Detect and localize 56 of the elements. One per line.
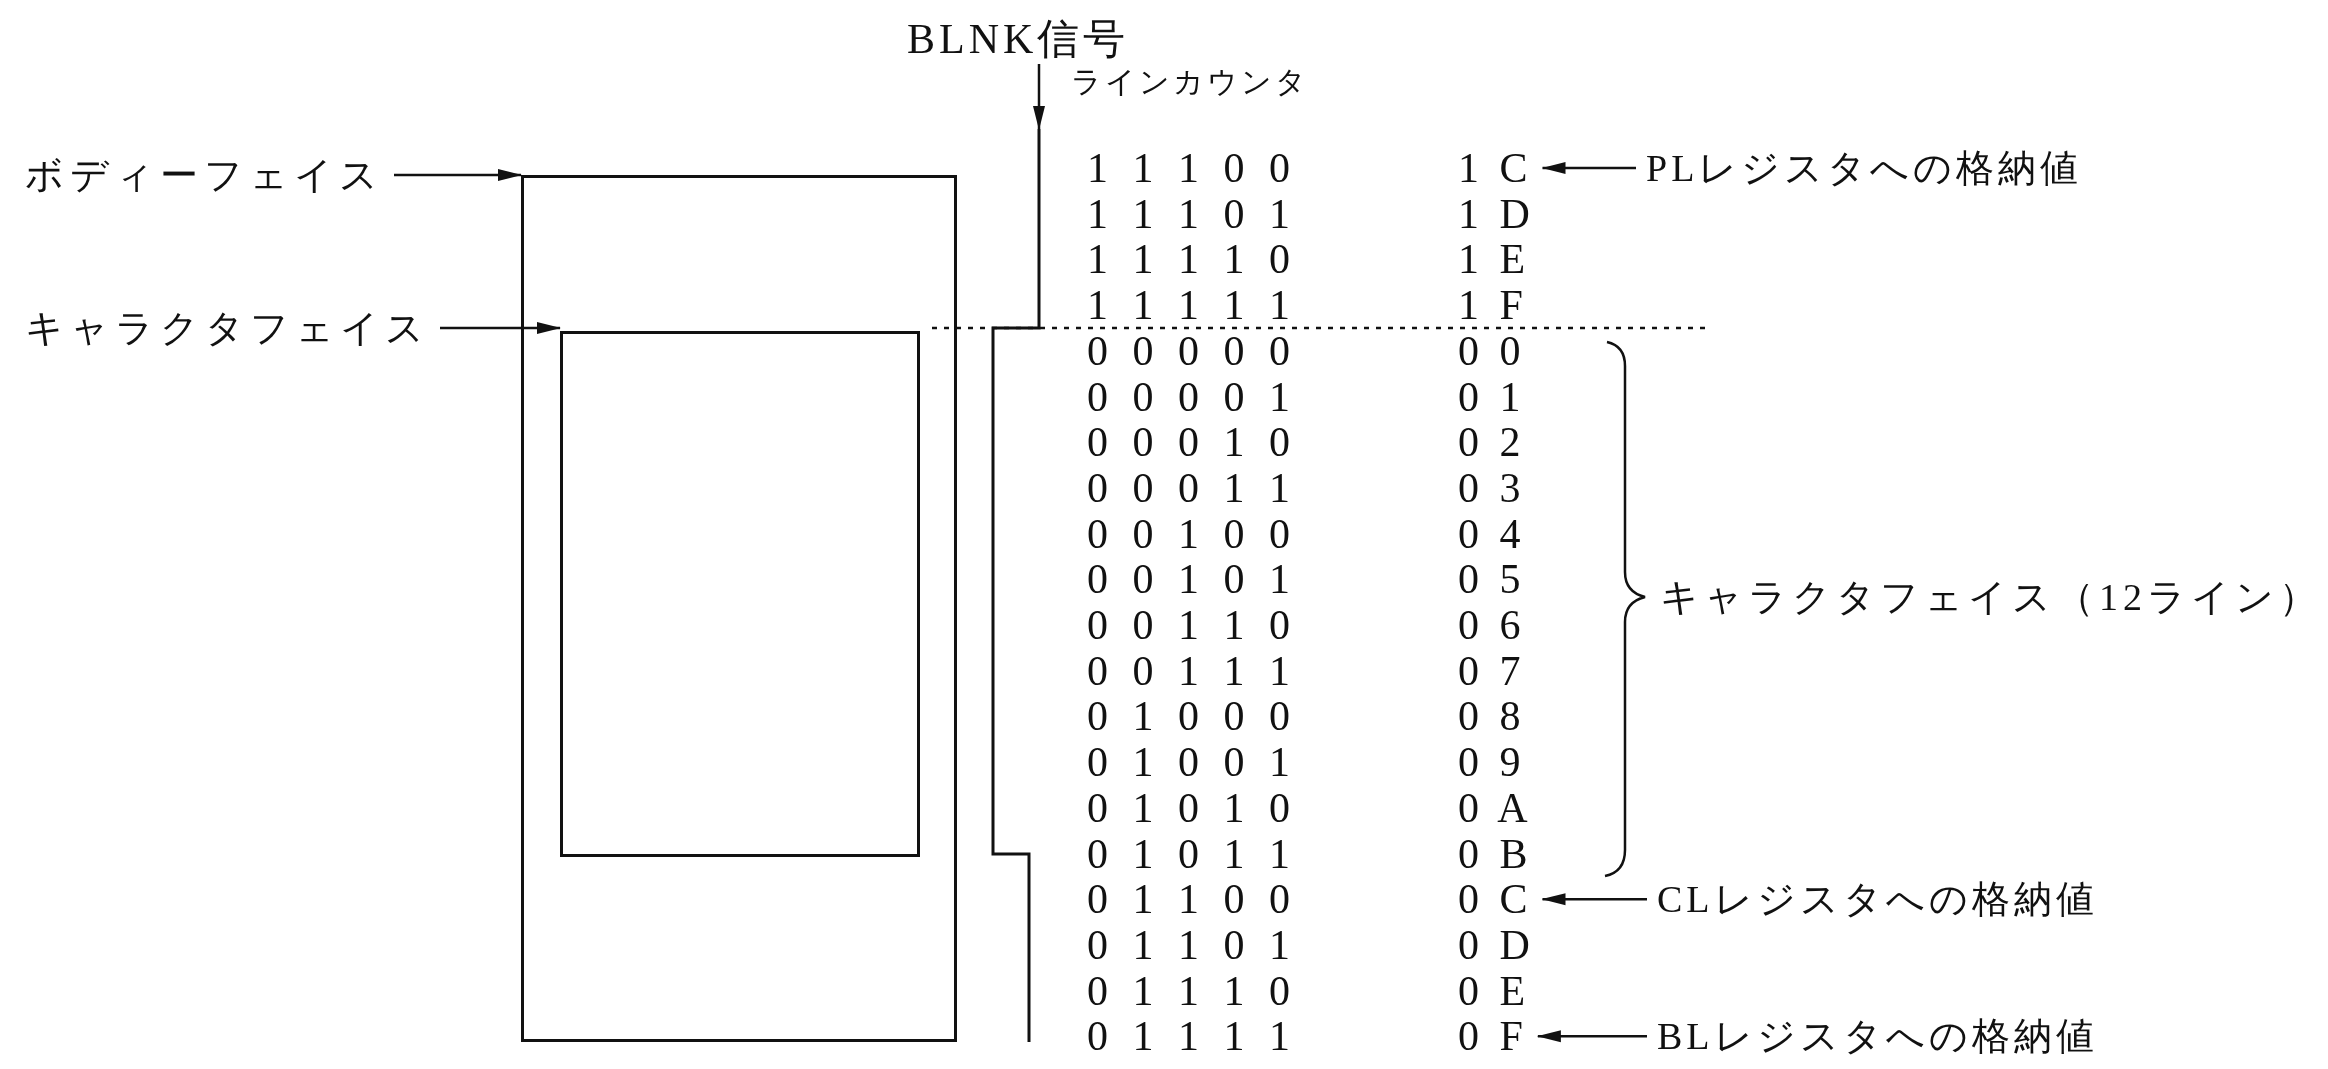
arrow xyxy=(394,169,522,181)
arrow xyxy=(1541,893,1647,906)
bit-value: 0 1 1 0 1 xyxy=(1087,923,1297,966)
face-label: キャラクタフェイス xyxy=(25,307,430,349)
bit-value: 0 1 0 0 1 xyxy=(1087,741,1297,784)
hex-value: 0 B xyxy=(1458,832,1533,875)
hex-value: 0 7 xyxy=(1458,649,1526,692)
hex-value: 0 0 xyxy=(1458,329,1526,372)
signal-label: BLNK信号 xyxy=(907,18,1130,60)
arrow xyxy=(1033,64,1045,130)
bit-value: 0 1 1 1 1 xyxy=(1087,1015,1297,1058)
hex-value: 1 D xyxy=(1458,192,1535,235)
hex-value: 0 6 xyxy=(1458,604,1526,646)
hex-value: 0 1 xyxy=(1458,375,1526,418)
bit-value: 0 0 1 1 0 xyxy=(1087,604,1297,646)
rectangle-outline xyxy=(521,175,957,1042)
register-label: BLレジスタへの格納値 xyxy=(1657,1015,2098,1058)
hex-value: 0 D xyxy=(1458,923,1535,966)
hex-value: 0 4 xyxy=(1458,512,1526,555)
bit-value: 0 1 0 1 0 xyxy=(1087,786,1297,829)
bit-value: 0 1 0 0 0 xyxy=(1087,695,1297,738)
bit-value: 0 1 1 1 0 xyxy=(1087,969,1297,1012)
arrow xyxy=(1536,1030,1647,1043)
bit-value: 0 0 0 0 0 xyxy=(1087,329,1297,372)
brace-label: キャラクタフェイス（12ライン） xyxy=(1660,576,2322,618)
bit-value: 0 1 1 0 0 xyxy=(1087,878,1297,921)
hex-value: 0 E xyxy=(1458,969,1531,1012)
hex-value: 0 2 xyxy=(1458,421,1526,464)
register-label: PLレジスタへの格納値 xyxy=(1646,147,2083,189)
hex-value: 0 9 xyxy=(1458,741,1526,784)
hex-value: 0 F xyxy=(1458,1015,1528,1058)
bit-value: 0 1 0 1 1 xyxy=(1087,832,1297,875)
arrow xyxy=(440,322,561,334)
hex-value: 1 C xyxy=(1458,147,1533,189)
bit-value: 0 0 1 0 0 xyxy=(1087,512,1297,555)
column-heading: ラインカウンタ xyxy=(1071,64,1309,100)
bit-value: 1 1 1 1 1 xyxy=(1087,284,1297,327)
rectangle-outline xyxy=(560,331,920,857)
face-label: ボディーフェイス xyxy=(25,154,384,196)
hex-value: 0 C xyxy=(1458,878,1533,921)
bit-value: 0 0 0 0 1 xyxy=(1087,375,1297,418)
register-label: CLレジスタへの格納値 xyxy=(1657,878,2098,921)
hex-value: 0 5 xyxy=(1458,558,1526,601)
hex-value: 1 E xyxy=(1458,238,1531,281)
bit-value: 1 1 1 0 1 xyxy=(1087,192,1297,235)
hex-value: 1 F xyxy=(1458,284,1528,327)
arrow xyxy=(1541,162,1636,174)
bit-value: 1 1 1 0 0 xyxy=(1087,147,1297,189)
bit-value: 1 1 1 1 0 xyxy=(1087,238,1297,281)
bit-value: 0 0 0 1 0 xyxy=(1087,421,1297,464)
bit-value: 0 0 1 1 1 xyxy=(1087,649,1297,692)
hex-value: 0 8 xyxy=(1458,695,1526,738)
hex-value: 0 A xyxy=(1458,786,1533,829)
hex-value: 0 3 xyxy=(1458,466,1526,509)
bit-value: 0 0 1 0 1 xyxy=(1087,558,1297,601)
bit-value: 0 0 0 1 1 xyxy=(1087,466,1297,509)
